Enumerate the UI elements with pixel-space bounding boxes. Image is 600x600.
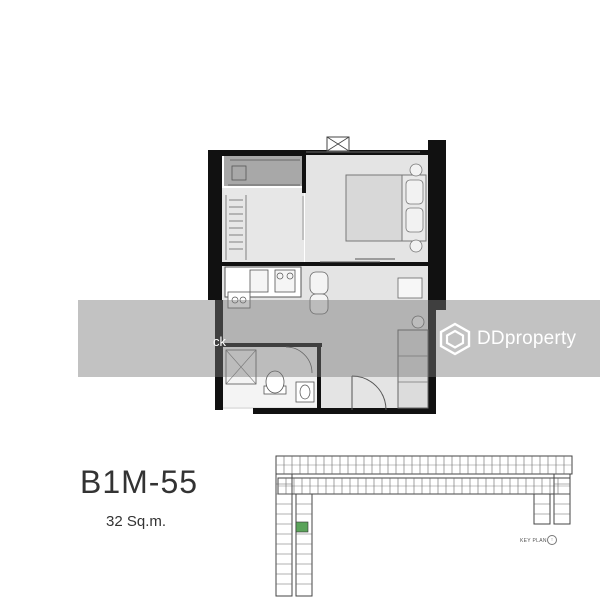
wall-right xyxy=(428,140,446,310)
kitchen xyxy=(224,266,302,309)
wall-partition-mid xyxy=(222,262,432,266)
sofa xyxy=(397,329,429,409)
wall-right-lower xyxy=(428,310,436,413)
wall-bath-right xyxy=(317,343,321,409)
wall-left xyxy=(208,150,222,300)
key-plan-units xyxy=(276,456,570,585)
bed xyxy=(345,163,427,253)
stools xyxy=(309,271,425,329)
unit-area: 32 Sq.m. xyxy=(106,513,167,530)
entry-door xyxy=(351,375,387,411)
wardrobe-area xyxy=(222,188,304,264)
wall-left-lower xyxy=(215,300,223,410)
nightstand-bottom xyxy=(409,239,423,253)
nightstand-top xyxy=(409,163,423,177)
sink xyxy=(249,269,269,293)
fridge xyxy=(227,291,251,309)
wall-partition-bed xyxy=(302,155,306,193)
key-plan-map xyxy=(275,455,573,597)
wall-top-left xyxy=(208,150,306,156)
desk xyxy=(397,277,423,299)
north-arrow-icon: ↑ xyxy=(547,535,557,545)
bedroom-door xyxy=(320,258,395,263)
bath-door xyxy=(285,346,313,374)
key-plan-label: KEY PLAN xyxy=(520,538,547,544)
wall-bath-top xyxy=(222,343,322,347)
watermark-fragment: ck xyxy=(213,334,226,349)
window-top xyxy=(306,136,420,153)
shower xyxy=(225,349,257,385)
ddproperty-logo-icon xyxy=(439,322,471,356)
balcony-area xyxy=(224,154,304,186)
key-plan-unit-highlight xyxy=(295,521,309,533)
cooktop xyxy=(274,269,296,293)
toilet-bowl xyxy=(265,370,285,394)
watermark-brand: DDproperty xyxy=(477,328,577,349)
desk-chair xyxy=(411,315,425,329)
wall-bottom xyxy=(253,408,436,414)
pillow-top xyxy=(405,179,424,205)
watermark-band xyxy=(78,300,600,377)
balcony-details xyxy=(228,159,300,186)
key-plan-building xyxy=(275,455,573,597)
basin xyxy=(295,381,315,403)
wardrobe xyxy=(225,195,304,260)
bathroom xyxy=(225,346,315,403)
pillow-bottom xyxy=(405,207,424,233)
unit-code: B1M-55 xyxy=(80,464,199,500)
